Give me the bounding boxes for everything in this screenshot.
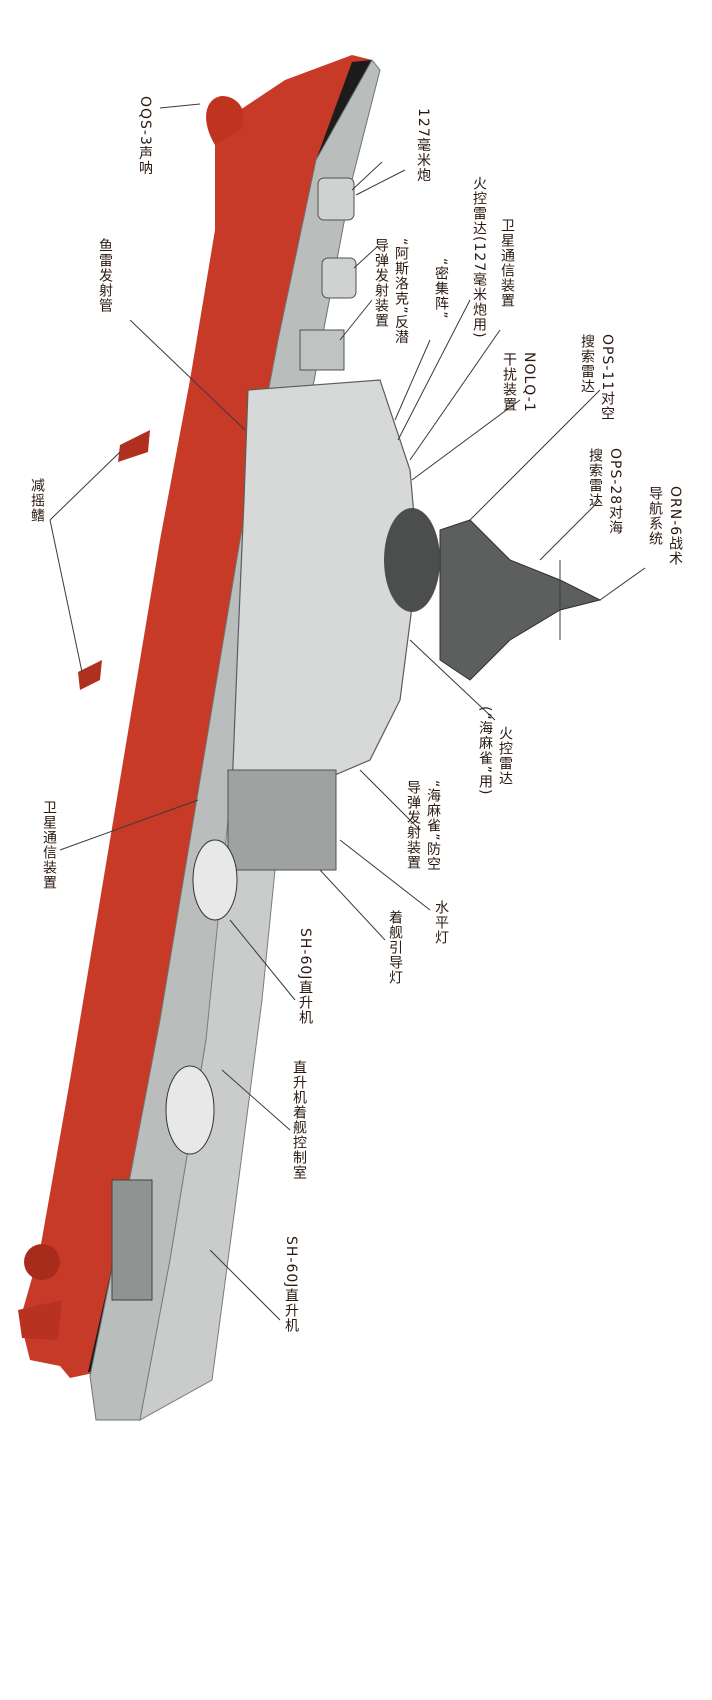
label-ops28-2: 搜索雷达 [587, 448, 603, 508]
stabilizer-fin-upper [118, 430, 150, 462]
sonar-dome [206, 96, 244, 145]
leader-satcom-top [409, 329, 501, 461]
leader-heli-control [221, 1069, 291, 1131]
leader-asroc [339, 299, 373, 341]
label-fire-radar-sea-1: 火控雷达 [497, 726, 513, 786]
label-satcom-top: 卫星通信装置 [499, 218, 515, 308]
label-oqs3: OQS-3声呐 [137, 96, 153, 176]
leader-ops28 [539, 499, 601, 561]
leader-fire-radar-sea [409, 639, 496, 721]
label-seasparrow-1: “海麻雀”防空 [425, 780, 441, 872]
leader-ops11 [469, 389, 601, 521]
asroc-launcher [299, 329, 345, 371]
leader-gun127 [355, 169, 406, 196]
leader-seasparrow [359, 769, 421, 831]
stabilizer-fin-lower [78, 660, 102, 690]
label-seasparrow-2: 导弹发射装置 [405, 780, 421, 870]
rudder [18, 1300, 62, 1340]
label-gun127: 127毫米炮 [415, 108, 431, 183]
radar-dish [384, 508, 440, 612]
hangar [227, 769, 337, 871]
leader-oqs3 [159, 103, 201, 109]
leader-heli-1 [229, 919, 296, 1001]
label-ops11-1: OPS-11对空 [599, 334, 615, 422]
leader-ciws [394, 339, 431, 421]
label-fire-radar-sea-2: (“海麻雀”用) [477, 706, 493, 796]
stern-compartment [111, 1179, 153, 1301]
label-orn6-1: ORN-6战术 [667, 486, 683, 567]
leader-heli-2 [209, 1249, 281, 1321]
label-satcom-bottom: 卫星通信装置 [41, 800, 57, 890]
leader-nolq [411, 399, 521, 481]
leader-stabilizer-b [49, 519, 83, 673]
label-heli-control: 直升机着舰控制室 [291, 1060, 307, 1180]
label-heli-2: SH-60J直升机 [283, 1236, 299, 1334]
label-ops11-2: 搜索雷达 [579, 334, 595, 394]
label-ops28-1: OPS-28对海 [607, 448, 623, 536]
label-ciws: “密集阵” [433, 258, 449, 320]
label-stabilizer: 减摇鳍 [29, 478, 45, 523]
leader-horizon-light [339, 839, 431, 911]
propeller [24, 1244, 60, 1280]
superstructure [231, 379, 419, 791]
leader-satcom-bottom [59, 799, 199, 851]
label-heli-1: SH-60J直升机 [297, 928, 313, 1026]
gun-barrel-forward [351, 161, 383, 191]
leader-orn6 [599, 567, 646, 601]
leader-fire-radar-127 [397, 299, 471, 441]
label-fire-radar-127: 火控雷达(127毫米炮用) [471, 176, 487, 339]
mast [439, 519, 602, 681]
leader-torpedo [129, 319, 246, 431]
leader-guide-light [319, 869, 386, 941]
label-asroc-2: 导弹发射装置 [373, 238, 389, 328]
gun-turret-aft [321, 257, 357, 299]
helicopter-aft [165, 1065, 215, 1155]
label-nolq-1: NOLQ-1 [521, 352, 537, 413]
label-torpedo: 鱼雷发射管 [97, 238, 113, 313]
helicopter-forward [192, 839, 238, 921]
label-asroc-1: “阿斯洛克”反潜 [393, 238, 409, 345]
gun-barrel-aft [353, 245, 379, 269]
label-orn6-2: 导航系统 [647, 486, 663, 546]
label-nolq-2: 干扰装置 [501, 352, 517, 412]
leader-stabilizer-a [49, 451, 121, 521]
label-guide-light: 着舰引导灯 [387, 910, 403, 985]
label-horizon-light: 水平灯 [433, 900, 449, 945]
gun-turret-forward [317, 177, 355, 221]
